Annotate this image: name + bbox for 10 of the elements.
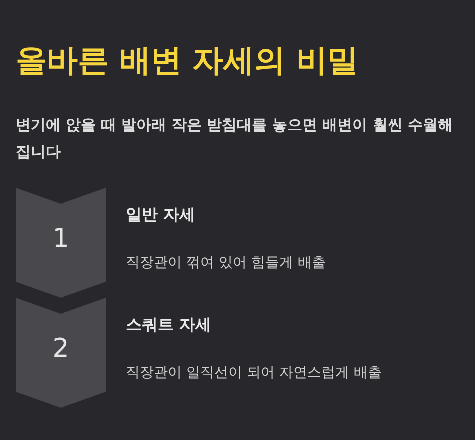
step-description: 직장관이 꺾여 있어 힘들게 배출 — [126, 254, 326, 272]
title: 올바른 배변 자세의 비밀 — [16, 42, 358, 81]
subtitle: 변기에 앉을 때 발아래 작은 받침대를 놓으면 배변이 훨씬 수월해집니다 — [16, 115, 454, 163]
step-chevron — [16, 188, 106, 298]
step-heading: 스쿼트 자세 — [126, 315, 212, 336]
step-number: 1 — [52, 224, 70, 254]
step-heading: 일반 자세 — [126, 205, 196, 226]
step-chevron — [16, 298, 106, 408]
step-description: 직장관이 일직선이 되어 자연스럽게 배출 — [126, 364, 382, 382]
step-number: 2 — [52, 334, 70, 364]
